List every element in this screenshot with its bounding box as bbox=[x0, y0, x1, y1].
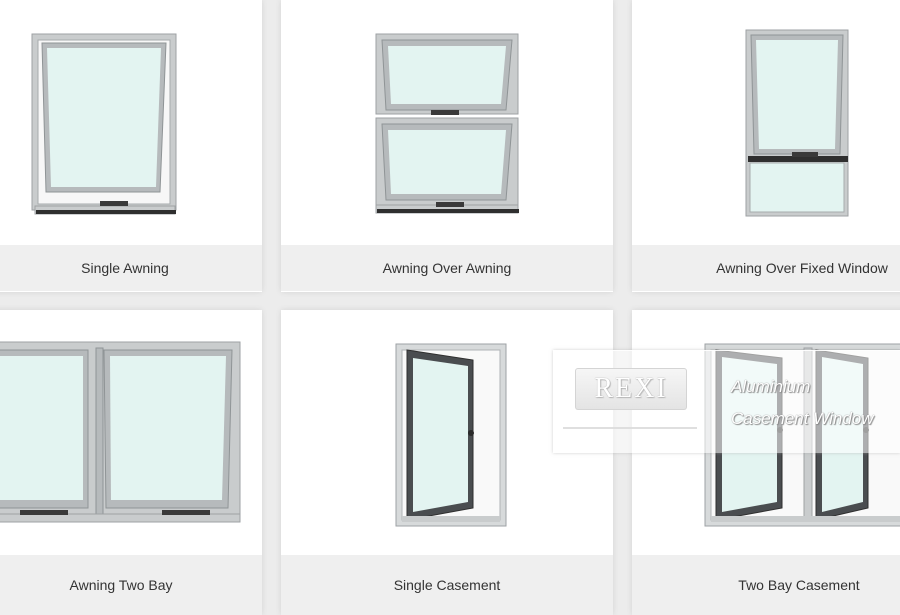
product-card-awning-over-fixed-window[interactable]: Awning Over Fixed Window bbox=[632, 0, 900, 292]
product-card-awning-over-awning[interactable]: Awning Over Awning bbox=[281, 0, 613, 292]
product-image bbox=[0, 0, 262, 245]
brand-logo: REXI bbox=[575, 368, 687, 410]
single-awning-window-image bbox=[31, 33, 177, 215]
product-title[interactable]: Single Awning bbox=[0, 245, 262, 291]
product-image bbox=[281, 310, 613, 555]
product-title[interactable]: Awning Over Awning bbox=[281, 245, 613, 291]
product-image bbox=[632, 0, 900, 245]
product-title[interactable]: Single Casement bbox=[281, 555, 613, 615]
brand-watermark: REXI Aluminium Casement Window bbox=[553, 350, 900, 453]
product-title[interactable]: Awning Over Fixed Window bbox=[632, 245, 900, 291]
product-image bbox=[281, 0, 613, 245]
product-title[interactable]: Awning Two Bay bbox=[0, 555, 262, 615]
product-card-awning-two-bay[interactable]: Awning Two Bay bbox=[0, 310, 262, 615]
watermark-line-2: Casement Window bbox=[731, 409, 874, 428]
single-casement-window-image bbox=[395, 343, 507, 527]
watermark-line-1: Aluminium bbox=[731, 377, 811, 396]
product-image bbox=[0, 310, 262, 555]
awning-over-fixed-window-image bbox=[745, 29, 849, 217]
product-card-single-awning[interactable]: Single Awning bbox=[0, 0, 262, 292]
product-title[interactable]: Two Bay Casement bbox=[632, 555, 900, 615]
awning-two-bay-window-image bbox=[0, 341, 241, 523]
awning-over-awning-window-image bbox=[375, 33, 519, 214]
watermark-divider bbox=[563, 427, 697, 429]
product-card-single-casement[interactable]: Single Casement bbox=[281, 310, 613, 615]
